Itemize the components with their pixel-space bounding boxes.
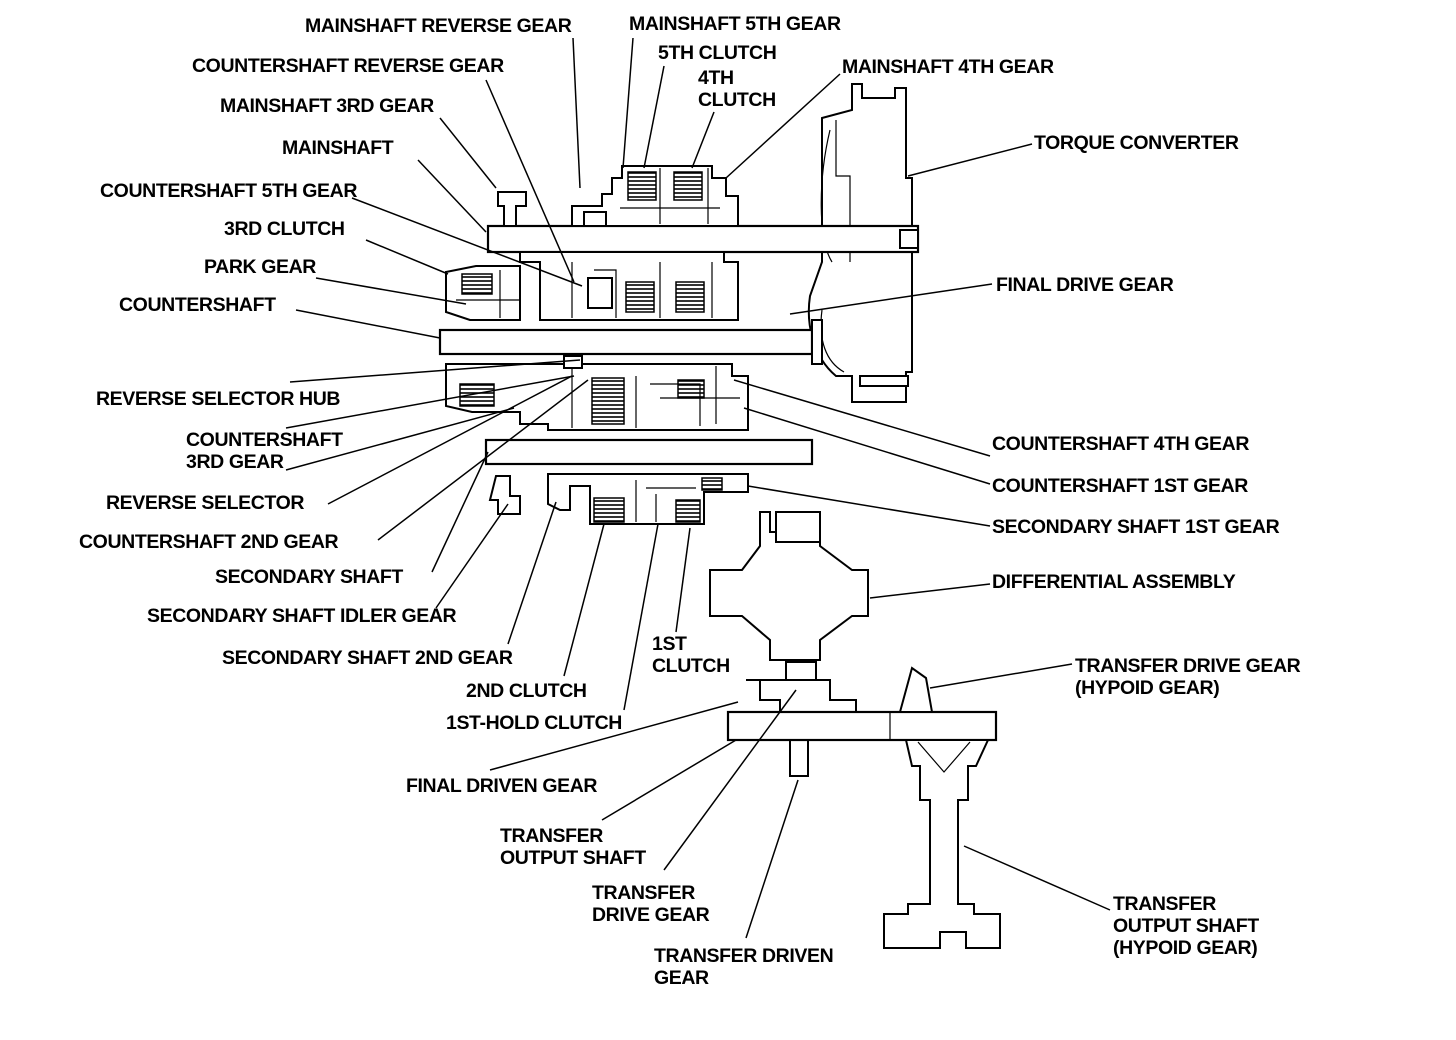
label-park-gear: PARK GEAR [204,256,316,278]
label-final-drive-gear: FINAL DRIVE GEAR [996,274,1174,296]
label-countershaft-3rd-gear-line2: 3RD GEAR [186,451,284,473]
label-differential-assembly: DIFFERENTIAL ASSEMBLY [992,571,1236,593]
label-reverse-selector-hub: REVERSE SELECTOR HUB [96,388,340,410]
label-transfer-drive-gear-line2: DRIVE GEAR [592,904,710,926]
label-mainshaft-5th-gear: MAINSHAFT 5TH GEAR [629,13,841,35]
label-mainshaft: MAINSHAFT [282,137,394,159]
secondary-shaft-shaft [484,438,814,466]
label-secondary-shaft: SECONDARY SHAFT [215,566,403,588]
label-transfer-output-shaft-line1: TRANSFER [500,825,603,847]
label-mainshaft-reverse-gear: MAINSHAFT REVERSE GEAR [305,15,572,37]
label-transfer-output-shaft-hypoid-line3: (HYPOID GEAR) [1113,937,1257,959]
mainshaft-shaft [486,224,920,254]
label-transfer-driven-gear-line2: GEAR [654,967,709,989]
label-4th-clutch-line2: CLUTCH [698,89,776,111]
leader-lines [285,37,1111,939]
label-secondary-shaft-idler-gear: SECONDARY SHAFT IDLER GEAR [147,605,457,627]
label-transfer-drive-gear-line1: TRANSFER [592,882,695,904]
label-countershaft-2nd-gear: COUNTERSHAFT 2ND GEAR [79,531,339,553]
callout-labels: MAINSHAFT REVERSE GEAR MAINSHAFT 5TH GEA… [79,13,1301,989]
label-1st-hold-clutch: 1ST-HOLD CLUTCH [446,712,622,734]
transfer-output-shaft-hypoid [883,739,1001,949]
label-mainshaft-4th-gear: MAINSHAFT 4TH GEAR [842,56,1054,78]
transfer-drive-gear-hypoid [898,666,934,713]
label-mainshaft-3rd-gear: MAINSHAFT 3RD GEAR [220,95,434,117]
label-transfer-driven-gear-line1: TRANSFER DRIVEN [654,945,833,967]
label-transfer-drive-gear-hypoid-line2: (HYPOID GEAR) [1075,677,1219,699]
label-secondary-shaft-1st-gear: SECONDARY SHAFT 1ST GEAR [992,516,1280,538]
label-transfer-output-shaft-hypoid-line1: TRANSFER [1113,893,1216,915]
label-1st-clutch-line1: 1ST [652,633,687,655]
transmission-drawing [438,83,1001,949]
label-transfer-drive-gear-hypoid-line1: TRANSFER DRIVE GEAR [1075,655,1301,677]
label-reverse-selector: REVERSE SELECTOR [106,492,304,514]
label-2nd-clutch: 2ND CLUTCH [466,680,587,702]
label-countershaft-reverse-gear: COUNTERSHAFT REVERSE GEAR [192,55,504,77]
label-1st-clutch-line2: CLUTCH [652,655,730,677]
label-transfer-output-shaft-hypoid-line2: OUTPUT SHAFT [1113,915,1259,937]
label-5th-clutch: 5TH CLUTCH [658,42,776,64]
label-transfer-output-shaft-line2: OUTPUT SHAFT [500,847,646,869]
label-countershaft-1st-gear: COUNTERSHAFT 1ST GEAR [992,475,1248,497]
label-secondary-shaft-2nd-gear: SECONDARY SHAFT 2ND GEAR [222,647,513,669]
transfer-shaft [726,710,998,742]
label-3rd-clutch: 3RD CLUTCH [224,218,345,240]
label-countershaft-3rd-gear-line1: COUNTERSHAFT [186,429,343,451]
label-torque-converter: TORQUE CONVERTER [1034,132,1239,154]
countershaft-shaft [438,328,814,356]
label-countershaft-5th-gear: COUNTERSHAFT 5TH GEAR [100,180,357,202]
label-countershaft: COUNTERSHAFT [119,294,276,316]
label-countershaft-4th-gear: COUNTERSHAFT 4TH GEAR [992,433,1249,455]
label-final-driven-gear: FINAL DRIVEN GEAR [406,775,597,797]
label-4th-clutch-line1: 4TH [698,67,734,89]
